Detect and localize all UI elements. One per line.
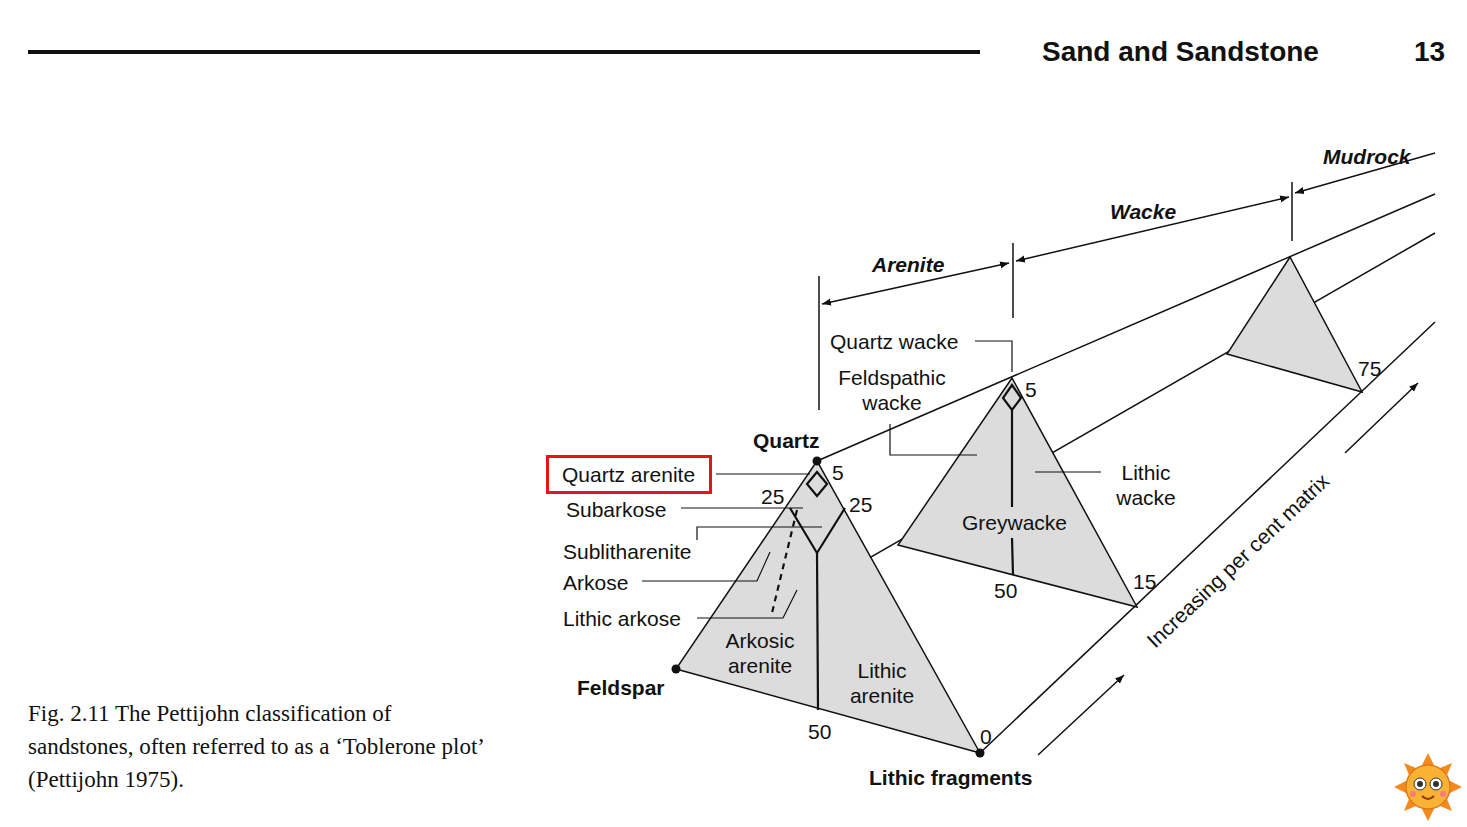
range-name: Wacke	[1110, 199, 1176, 224]
class-name: Lithic arenite	[827, 658, 937, 708]
percent-value: 50	[994, 578, 1017, 603]
percent-value: 75	[1358, 356, 1381, 381]
class-name-box: Quartz arenite	[546, 455, 712, 494]
class-name: Sublitharenite	[563, 539, 691, 564]
figure-caption: Fig. 2.11 The Pettijohn classification o…	[28, 697, 496, 796]
class-name: Feldspathic wacke	[817, 365, 967, 415]
range-name: Arenite	[872, 252, 944, 277]
percent-value: 5	[832, 460, 844, 485]
page-number: 13	[1414, 39, 1445, 64]
range-brackets	[819, 153, 1435, 755]
mudrock-triangle	[1227, 257, 1362, 392]
class-name: Quartz arenite	[562, 462, 709, 487]
wacke-fields	[1003, 385, 1021, 575]
percent-value: 5	[1025, 377, 1037, 402]
vertex-dots	[672, 457, 985, 758]
percent-value: 15	[1133, 569, 1156, 594]
percent-value: 25	[849, 492, 872, 517]
arenite-triangle	[676, 461, 980, 753]
class-name: Lithic wacke	[1091, 460, 1201, 510]
range-name: Mudrock	[1323, 144, 1411, 169]
class-name: Greywacke	[962, 510, 1067, 535]
class-name: Arkose	[563, 570, 628, 595]
vertex-name: Feldspar	[577, 675, 665, 700]
vertex-name: Lithic fragments	[869, 765, 1032, 790]
header-rule	[28, 50, 980, 54]
running-head: Sand and Sandstone	[1042, 39, 1319, 64]
percent-value: 0	[980, 724, 992, 749]
sun-watermark	[1394, 753, 1462, 821]
prism-edges	[676, 194, 1435, 753]
wacke-triangle	[898, 378, 1137, 607]
class-name: Subarkose	[566, 497, 666, 522]
class-name: Quartz wacke	[830, 329, 958, 354]
vertex-name: Quartz	[753, 428, 820, 453]
class-name: Arkosic arenite	[705, 628, 815, 678]
class-name: Lithic arkose	[563, 606, 681, 631]
percent-value: 50	[808, 719, 831, 744]
percent-value: 25	[761, 484, 784, 509]
